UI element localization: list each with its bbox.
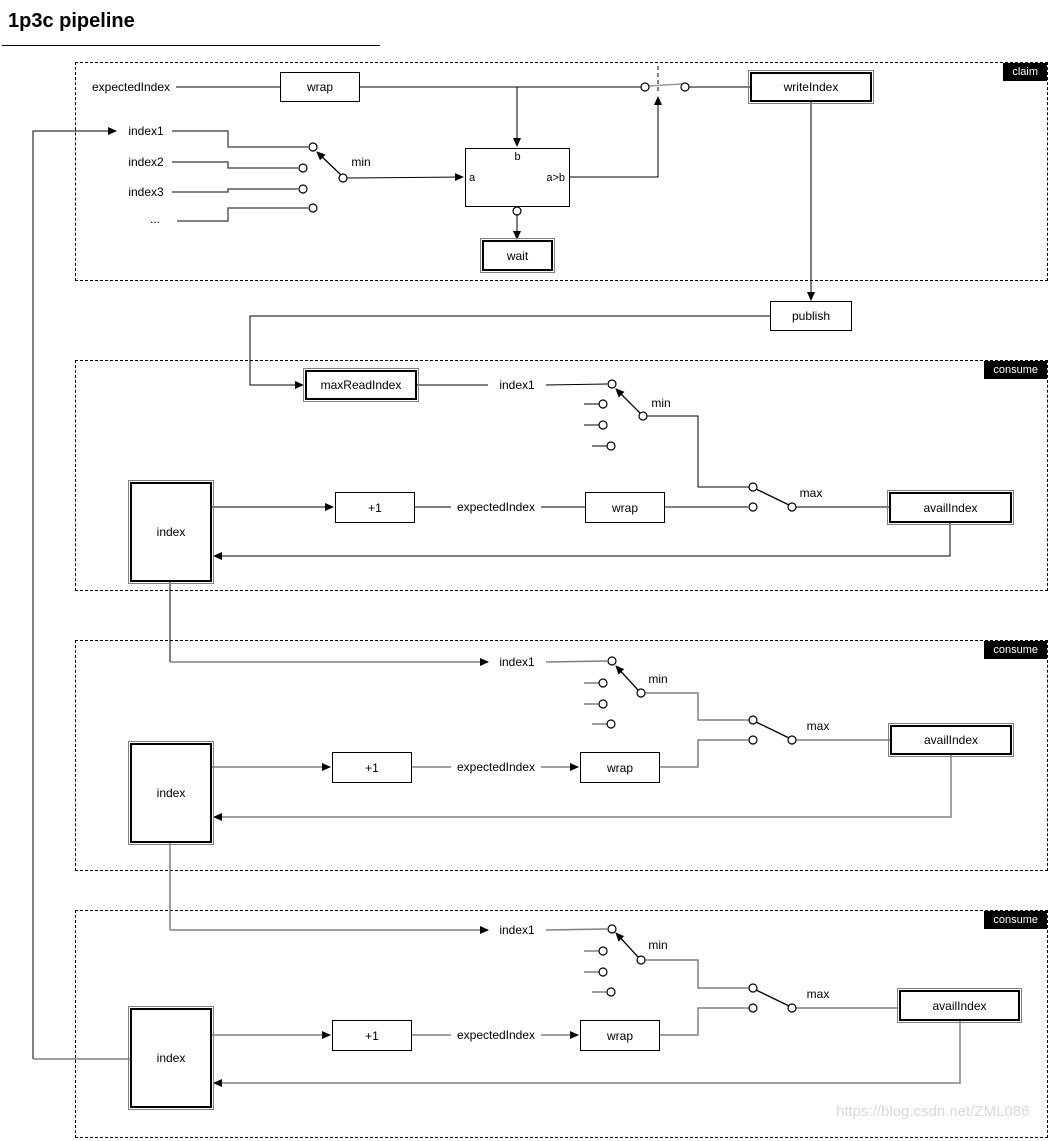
consume2-group-frame: consume bbox=[75, 640, 1048, 871]
consume3-wrap-box: wrap bbox=[580, 1020, 660, 1051]
max-read-index-box: maxReadIndex bbox=[303, 368, 419, 402]
page-title: 1p3c pipeline bbox=[8, 10, 135, 32]
consume1-avail-index-box: availIndex bbox=[887, 490, 1014, 525]
consume2-index1-label: index1 bbox=[499, 655, 535, 669]
consume2-plus-one-box: +1 bbox=[332, 752, 412, 783]
consume1-expected-index-label: expectedIndex bbox=[456, 500, 536, 514]
consume3-max-label: max bbox=[806, 987, 830, 1001]
consume1-badge: consume bbox=[984, 361, 1047, 379]
consume1-index-box: index bbox=[128, 480, 214, 584]
consume1-min-label: min bbox=[651, 396, 671, 410]
consume1-index1-label: index1 bbox=[499, 378, 535, 392]
consume3-avail-index-box: availIndex bbox=[897, 988, 1022, 1023]
consume1-plus-one-box: +1 bbox=[335, 492, 415, 523]
consume2-badge: consume bbox=[984, 641, 1047, 659]
claim-badge: claim bbox=[1003, 63, 1047, 81]
claim-input-ellipsis-label: ... bbox=[149, 212, 161, 226]
consume2-max-label: max bbox=[806, 719, 830, 733]
consume2-wrap-box: wrap bbox=[580, 752, 660, 783]
publish-box: publish bbox=[770, 301, 852, 331]
claim-input-index2-label: index2 bbox=[128, 155, 164, 169]
consume3-min-label: min bbox=[648, 938, 668, 952]
consume2-avail-index-box: availIndex bbox=[888, 723, 1014, 757]
consume3-badge: consume bbox=[984, 911, 1047, 929]
consume2-index-box: index bbox=[128, 741, 214, 845]
comparator-out-label: a>b bbox=[546, 171, 565, 184]
comparator-box: b a a>b bbox=[465, 148, 570, 207]
claim-expected-index-label: expectedIndex bbox=[91, 80, 171, 94]
consume2-min-label: min bbox=[648, 672, 668, 686]
consume2-expected-index-label: expectedIndex bbox=[456, 760, 536, 774]
consume3-index-box: index bbox=[128, 1006, 214, 1110]
consume1-wrap-box: wrap bbox=[585, 492, 665, 523]
comparator-b-label: b bbox=[514, 151, 521, 163]
write-index-box: writeIndex bbox=[748, 70, 874, 104]
consume3-index1-label: index1 bbox=[499, 923, 535, 937]
wait-box: wait bbox=[480, 238, 555, 273]
claim-wrap-box: wrap bbox=[280, 72, 360, 102]
consume3-expected-index-label: expectedIndex bbox=[456, 1028, 536, 1042]
claim-input-index1-label: index1 bbox=[128, 124, 164, 138]
comparator-a-label: a bbox=[469, 171, 476, 184]
claim-input-index3-label: index3 bbox=[128, 185, 164, 199]
watermark: https://blog.csdn.net/ZML086 bbox=[836, 1103, 1030, 1120]
claim-min-label: min bbox=[351, 155, 371, 169]
title-underline bbox=[2, 45, 380, 46]
consume3-plus-one-box: +1 bbox=[332, 1020, 412, 1051]
consume1-group-frame: consume bbox=[75, 360, 1048, 591]
consume1-max-label: max bbox=[799, 486, 823, 500]
